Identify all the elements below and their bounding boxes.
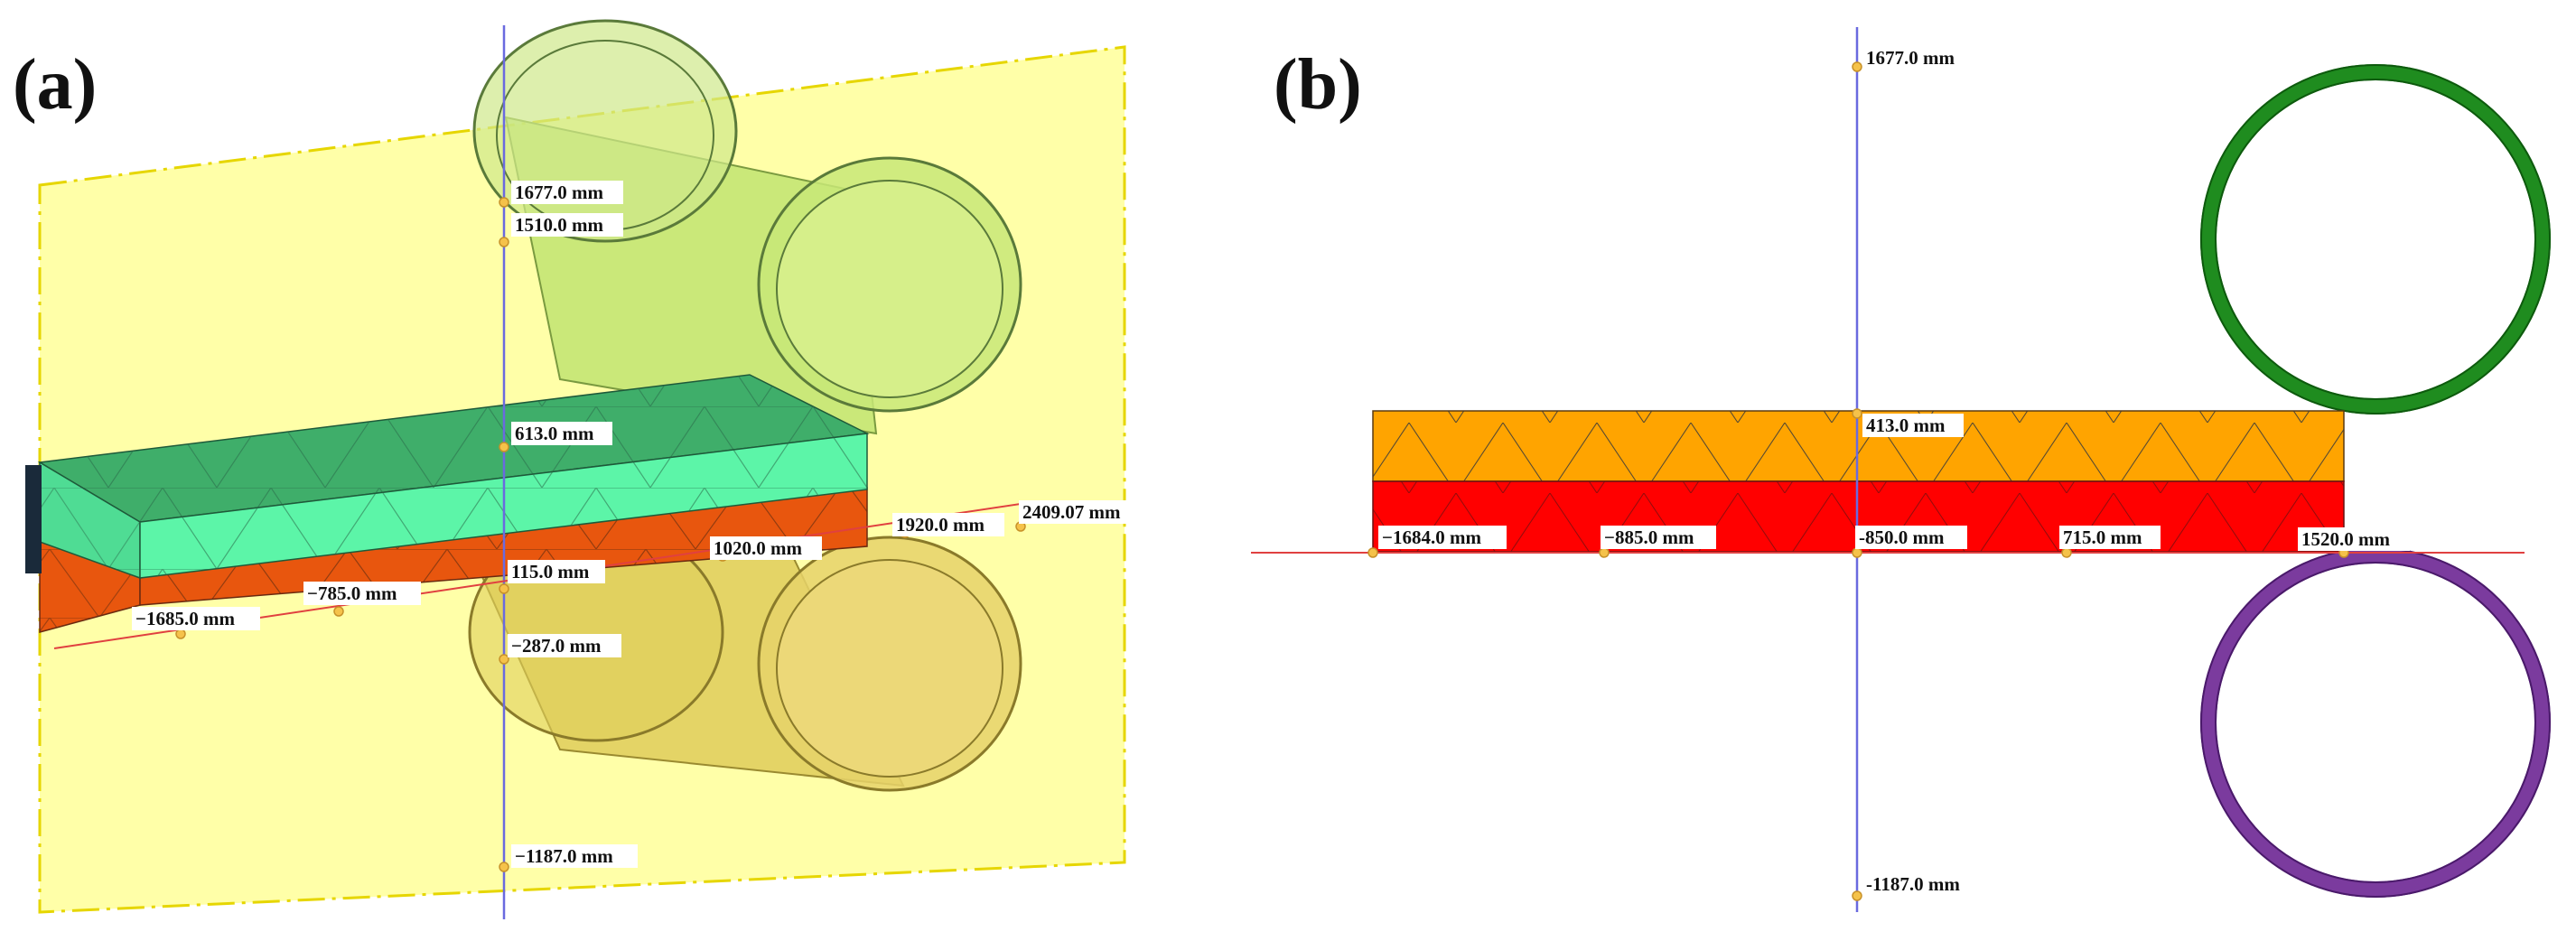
dim-b-413: 413.0 mm xyxy=(1852,408,1964,437)
dim-a-785: −785.0 mm xyxy=(303,582,421,617)
plate-edge-marker xyxy=(25,465,42,573)
dim-a-1685-label: −1685.0 mm xyxy=(135,608,235,629)
dim-b-850-label: -850.0 mm xyxy=(1859,526,1945,548)
dim-a-1920-label: 1920.0 mm xyxy=(896,514,985,536)
upper-plate-2d xyxy=(1372,410,2345,482)
lower-roll-3d xyxy=(468,522,1022,792)
panel-b-label: (b) xyxy=(1274,45,1362,125)
dim-b-413-label: 413.0 mm xyxy=(1866,415,1946,436)
dim-b-715: 715.0 mm xyxy=(2059,526,2161,558)
dim-a-785-label: −785.0 mm xyxy=(307,582,397,604)
dim-a-2409-label: 2409.07 mm xyxy=(1022,501,1121,523)
dim-b-850: -850.0 mm xyxy=(1852,526,1967,558)
dim-b-1187: -1187.0 mm xyxy=(1852,872,1974,901)
dim-b-1520: 1520.0 mm xyxy=(2298,527,2410,558)
dim-a-1510: 1510.0 mm xyxy=(499,213,623,247)
panel-a: (a) xyxy=(13,19,1143,919)
dim-a-115-label: 115.0 mm xyxy=(511,561,590,582)
dim-a-1685: −1685.0 mm xyxy=(132,607,260,639)
dim-a-1677: 1677.0 mm xyxy=(499,181,623,208)
dim-b-885-label: −885.0 mm xyxy=(1604,526,1694,548)
dim-a-1920: 1920.0 mm xyxy=(892,513,1004,538)
upper-roll-2d xyxy=(2200,64,2551,415)
upper-roll-3d xyxy=(472,19,1022,435)
dim-b-1684-label: −1684.0 mm xyxy=(1382,526,1481,548)
panel-b: (b) 1677.0 mm xyxy=(1251,27,2551,912)
dim-b-1684: −1684.0 mm xyxy=(1367,526,1507,558)
dim-a-1187: −1187.0 mm xyxy=(499,844,638,872)
dim-b-885: −885.0 mm xyxy=(1599,526,1716,558)
dim-a-1187-label: −1187.0 mm xyxy=(515,845,613,867)
panel-a-label: (a) xyxy=(13,45,97,125)
dim-a-115: 115.0 mm xyxy=(499,560,605,594)
dim-a-2409: 2409.07 mm xyxy=(1015,500,1143,532)
dim-a-1020: 1020.0 mm xyxy=(710,536,822,562)
dim-a-613: 613.0 mm xyxy=(499,422,612,452)
dim-b-1677-label: 1677.0 mm xyxy=(1866,47,1955,69)
dim-a-613-label: 613.0 mm xyxy=(515,423,594,444)
dim-a-287-label: −287.0 mm xyxy=(511,635,602,657)
dim-a-1677-label: 1677.0 mm xyxy=(515,182,603,203)
dim-b-715-label: 715.0 mm xyxy=(2063,526,2142,548)
dim-a-1510-label: 1510.0 mm xyxy=(515,214,603,236)
dim-b-1187-label: -1187.0 mm xyxy=(1866,873,1960,895)
dim-b-1677: 1677.0 mm xyxy=(1852,45,1974,72)
lower-roll-2d xyxy=(2200,547,2551,898)
dim-b-1520-label: 1520.0 mm xyxy=(2301,528,2390,550)
dim-a-287: −287.0 mm xyxy=(499,634,621,665)
dim-a-1020-label: 1020.0 mm xyxy=(714,537,802,559)
